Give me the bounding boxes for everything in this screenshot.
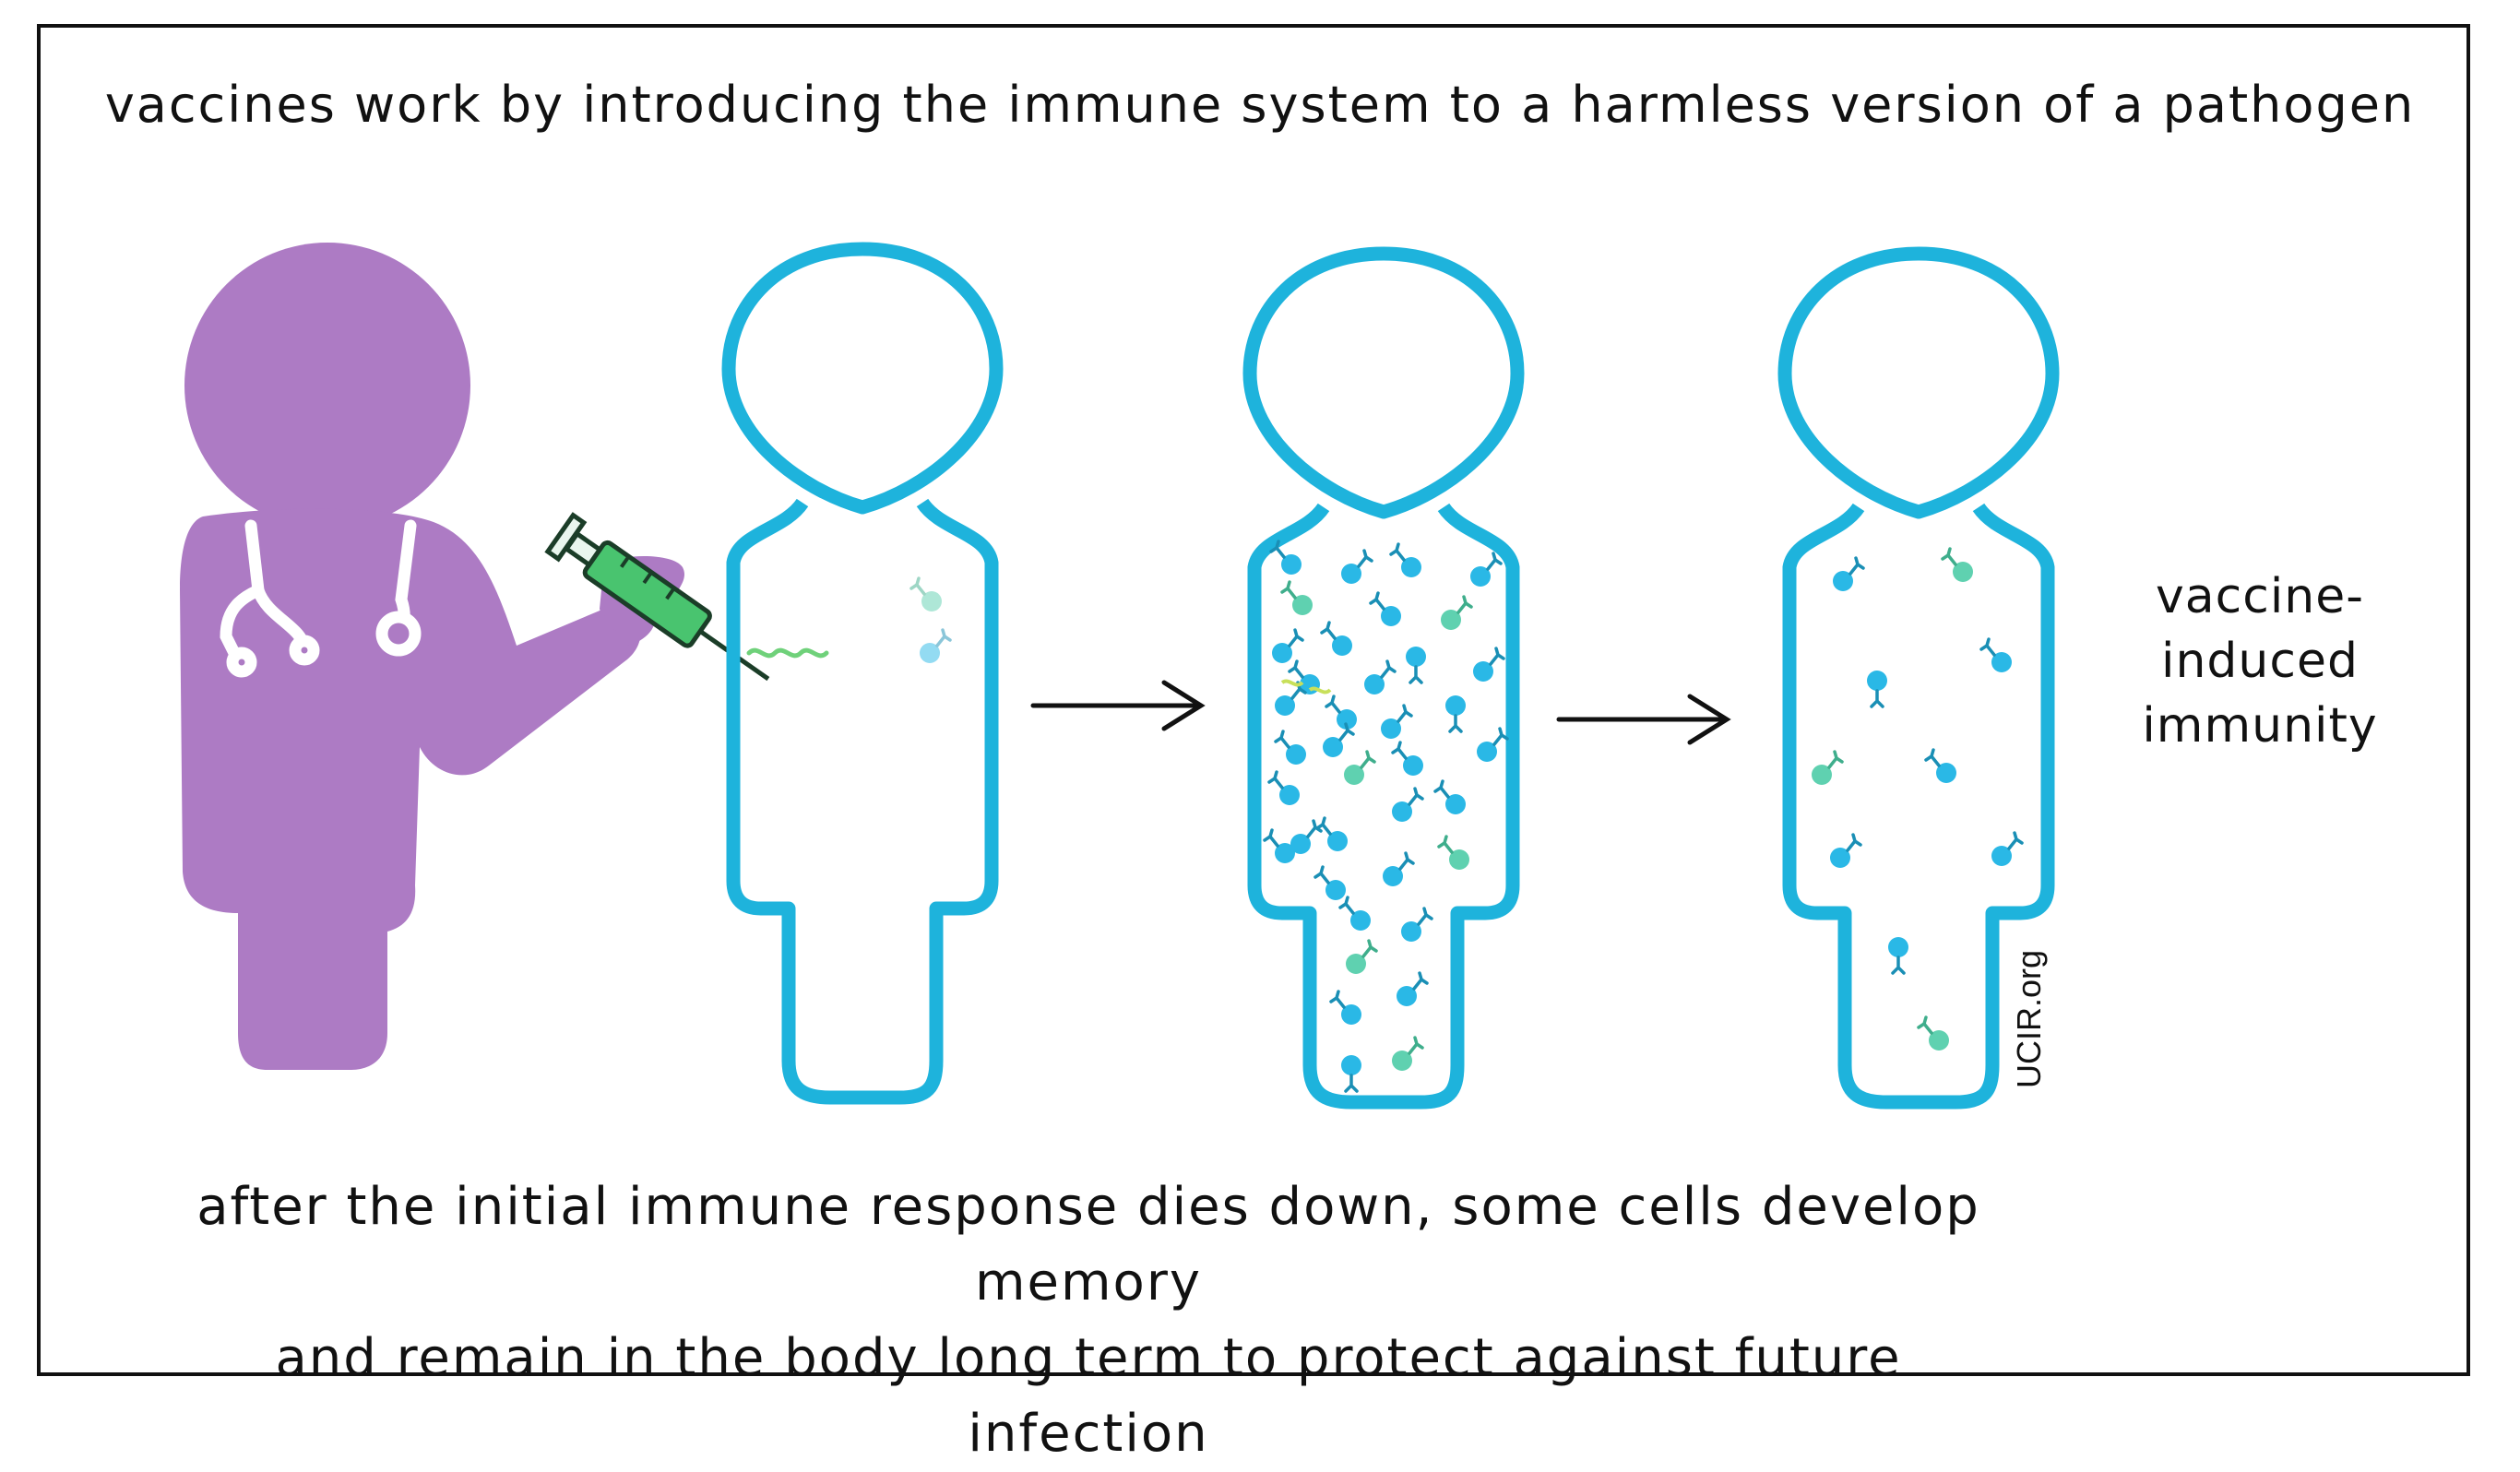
outcome-label: vaccine- induced immunity	[2122, 564, 2398, 758]
outcome-line-2: induced	[2122, 629, 2398, 694]
diagram-footer: after the initial immune response dies d…	[148, 1169, 2029, 1472]
immune-cells-response	[1265, 541, 1507, 1091]
body-outline-vaccinated	[729, 249, 996, 1098]
pathogen-icon	[749, 650, 826, 656]
arrow-right-icon	[1033, 683, 1201, 729]
faded-cells	[911, 578, 950, 663]
footer-line-2: and remain in the body long term to prot…	[148, 1321, 2029, 1472]
outcome-line-1: vaccine-	[2122, 564, 2398, 629]
credit-text: UCIR.org	[2010, 950, 2049, 1088]
credit-label: UCIR.org	[2002, 932, 2057, 1107]
footer-line-1: after the initial immune response dies d…	[148, 1169, 2029, 1321]
arrow-right-icon	[1559, 696, 1727, 742]
outcome-line-3: immunity	[2122, 694, 2398, 758]
